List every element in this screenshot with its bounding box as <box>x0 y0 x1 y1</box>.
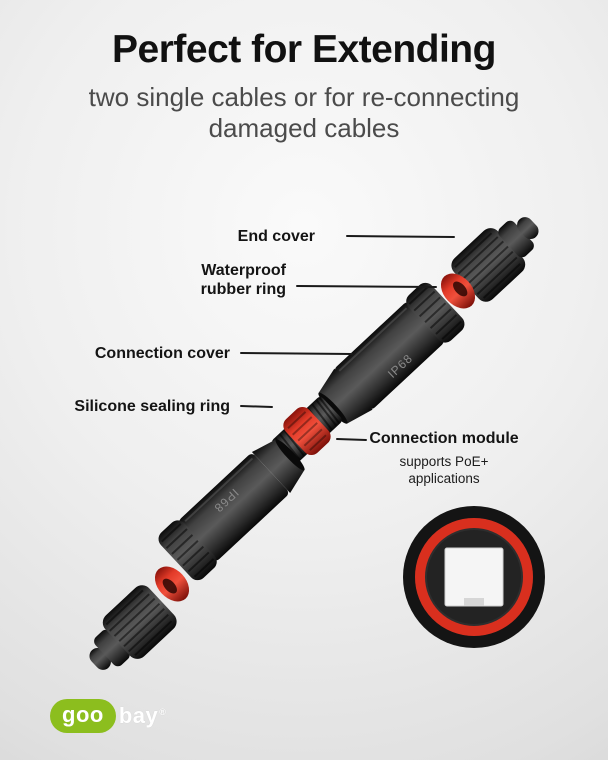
goobay-logo-bay: bay® <box>118 703 167 728</box>
leader-line-end-cover <box>346 235 455 238</box>
thread-and-sealing-ring-part <box>272 396 342 465</box>
label-end-cover: End cover <box>238 227 315 246</box>
leader-line-waterproof-ring <box>296 285 437 288</box>
label-silicone-sealing-ring: Silicone sealing ring <box>74 397 230 416</box>
connection-cover-part-bottom: IP68 <box>158 439 305 581</box>
goobay-logo: goo bay® <box>50 699 166 733</box>
leader-line-connection-module <box>336 438 367 441</box>
label-waterproof-rubber-ring: Waterproof rubber ring <box>201 261 286 299</box>
module-keystone-clip <box>464 598 484 606</box>
end-cover-part-top <box>451 217 539 302</box>
label-connection-module: Connection module supports PoE+applicati… <box>354 429 534 487</box>
label-end-cover-text: End cover <box>237 228 315 245</box>
end-cover-bottom-ribs <box>105 589 173 656</box>
connection-cover-bottom-knurl <box>161 523 215 578</box>
registered-mark: ® <box>159 706 167 717</box>
label-connection-cover: Connection cover <box>95 344 230 363</box>
label-connection-cover-text: Connection cover <box>94 345 230 362</box>
label-connection-module-text: Connection module <box>369 430 519 447</box>
leader-line-connection-cover <box>240 352 353 355</box>
silicone-sealing-ring-part <box>283 406 331 456</box>
label-connection-module-subtext: supports PoE+applications <box>399 454 489 486</box>
module-red-seal-ring <box>415 518 533 636</box>
silicone-ring-ribs <box>287 411 327 451</box>
goobay-logo-goo: goo <box>50 699 116 733</box>
label-silicone-sealing-ring-text: Silicone sealing ring <box>74 398 230 415</box>
page-title: Perfect for Extending <box>112 28 496 71</box>
waterproof-rubber-ring-part-bottom <box>154 566 190 602</box>
end-cover-part-bottom <box>89 585 177 670</box>
waterproof-rubber-ring-part-top <box>440 273 476 309</box>
connection-module-detail-view <box>403 506 545 648</box>
label-waterproof-line2: rubber ring <box>200 281 286 298</box>
header: Perfect for Extending two single cables … <box>0 0 608 144</box>
page-subtitle-line2: damaged cables <box>208 113 400 143</box>
end-cover-top-ribs <box>454 232 521 299</box>
connection-cover-top-knurl <box>408 285 462 340</box>
leader-line-silicone-ring <box>240 405 273 408</box>
module-keystone-aperture <box>444 547 504 607</box>
page-subtitle-line1: two single cables or for re-connecting <box>88 82 520 112</box>
label-waterproof-line1: Waterproof <box>201 262 286 279</box>
